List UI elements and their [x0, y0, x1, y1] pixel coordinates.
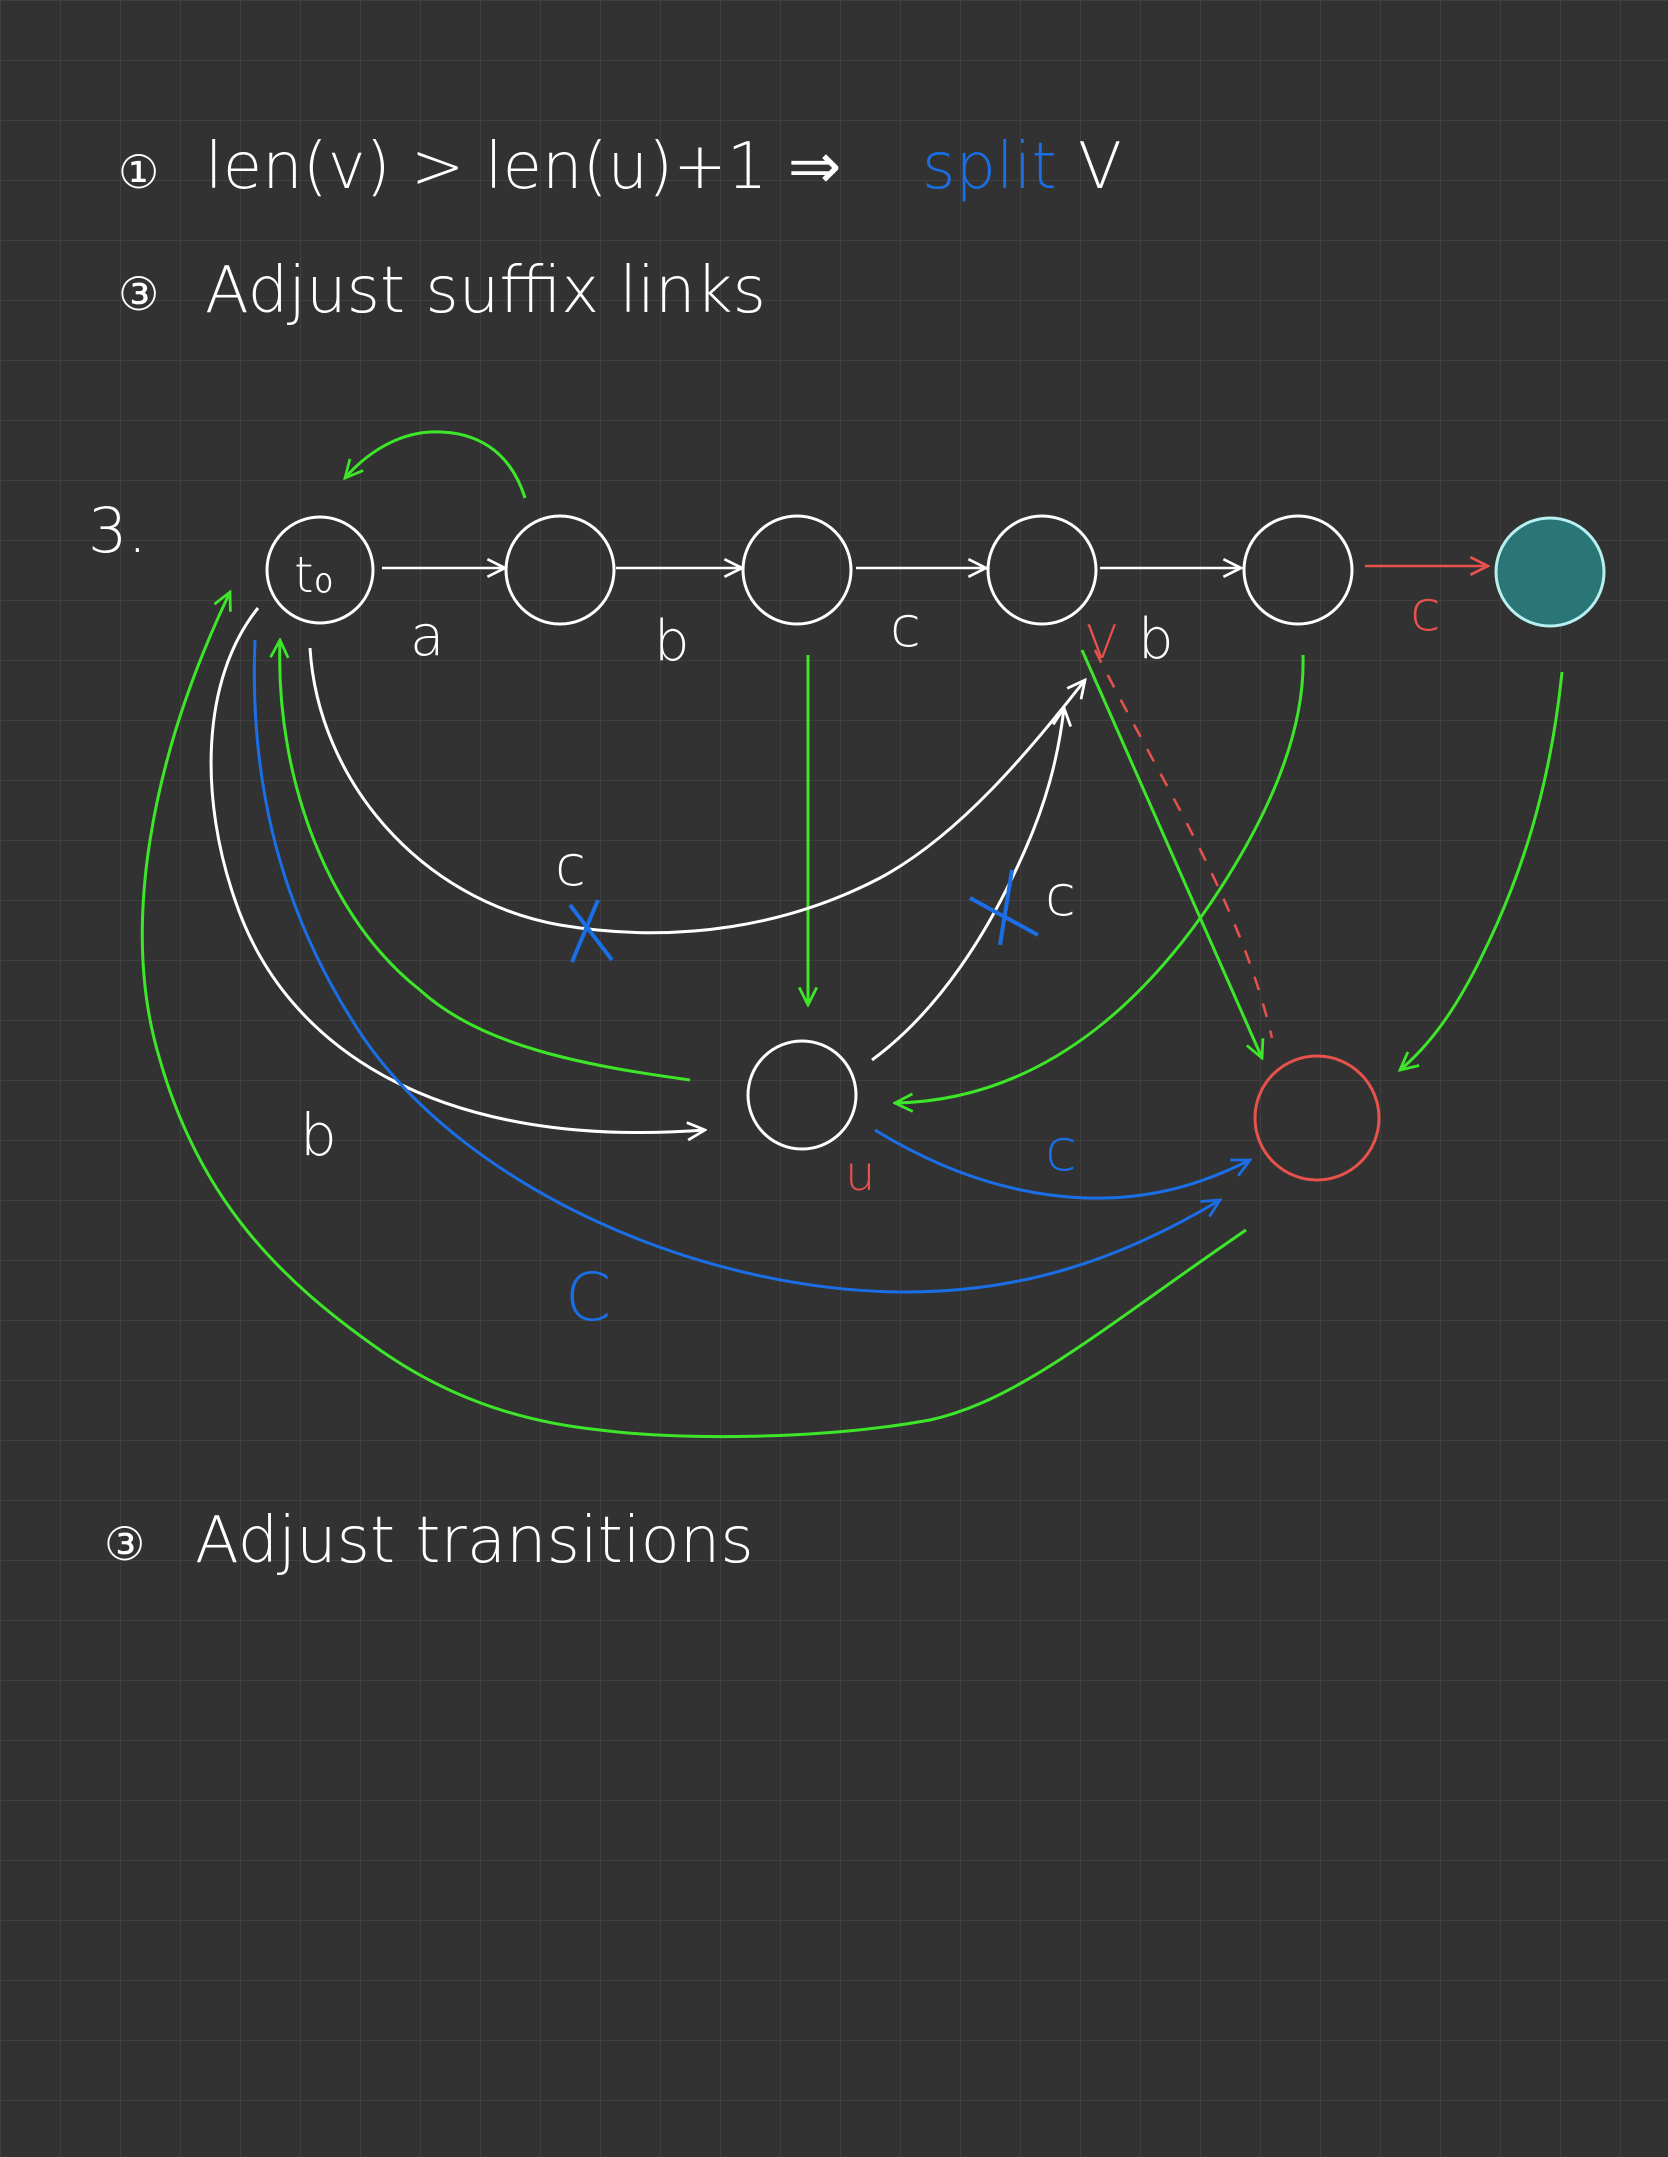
- lower-labels: c c b u c C: [300, 834, 1077, 1336]
- node-v: [986, 514, 1098, 626]
- edge-root-v-c: [308, 647, 1085, 935]
- label-c-red: c: [1410, 579, 1441, 644]
- edge-u-clone-c: [874, 1128, 1250, 1200]
- suffix-link-u-root: [280, 640, 691, 1082]
- suffix-link-v-clone: [1080, 649, 1262, 1058]
- label-v: V: [1086, 615, 1117, 669]
- note-3-marker: ③: [104, 1517, 145, 1571]
- node-u: [746, 1039, 858, 1151]
- node-2: [741, 514, 853, 626]
- cross-mark-right: [969, 869, 1039, 946]
- label-c-white-cross: c: [555, 834, 586, 899]
- edge-root-u-b: [209, 607, 705, 1133]
- note-1-condition: len(v) > len(u)+1 ⇒: [205, 130, 841, 204]
- node-new-teal: [1494, 516, 1606, 628]
- removed-transition-marks: [568, 869, 1039, 963]
- note-line-3: ③ Adjust transitions: [104, 1504, 754, 1578]
- node-clone-red: [1253, 1054, 1381, 1182]
- note-1-action: split: [922, 130, 1057, 204]
- label-c-blue-short: c: [1045, 1116, 1077, 1184]
- label-c-top: c: [890, 595, 921, 660]
- note-line-1: ① len(v) > len(u)+1 ⇒ split V: [118, 130, 1122, 204]
- note-2-text: Adjust suffix links: [205, 254, 766, 328]
- edge-root-clone-c: [252, 639, 1220, 1294]
- suffix-link-teal-clone: [1400, 671, 1564, 1070]
- state-nodes: t₀: [265, 514, 1606, 1182]
- note-1-marker: ①: [118, 145, 159, 199]
- note-3-text: Adjust transitions: [195, 1504, 754, 1578]
- node-root-label: t₀: [294, 546, 334, 604]
- label-b-after-v: b: [1138, 607, 1174, 672]
- label-c-blue-long: C: [565, 1259, 611, 1336]
- suffix-link-node1-root: [345, 430, 527, 499]
- node-1: [504, 514, 616, 626]
- step-label: 3.: [88, 494, 147, 567]
- label-a: a: [410, 604, 444, 669]
- note-2-marker: ③: [118, 267, 159, 321]
- note-line-2: ③ Adjust suffix links: [118, 254, 766, 328]
- label-b-top: b: [654, 609, 690, 674]
- white-transitions: [209, 607, 1085, 1133]
- suffix-link-node4-u: [895, 654, 1305, 1103]
- node-root: [265, 515, 375, 625]
- suffix-link-clone-root: [140, 592, 1247, 1439]
- label-u: u: [845, 1146, 875, 1202]
- chain-labels: a b c V b c: [410, 579, 1441, 674]
- edge-u-v-c: [871, 708, 1064, 1062]
- note-1-target: V: [1078, 130, 1122, 204]
- label-c-white-up: c: [1045, 864, 1076, 929]
- suffix-links: [140, 430, 1564, 1439]
- old-suffix-link-v-clone: [1093, 649, 1274, 1039]
- cross-mark-left: [568, 899, 614, 963]
- node-4: [1242, 514, 1354, 626]
- chain-transitions: [382, 566, 1488, 568]
- label-b-lower: b: [300, 1101, 337, 1169]
- blue-transitions: [252, 639, 1250, 1294]
